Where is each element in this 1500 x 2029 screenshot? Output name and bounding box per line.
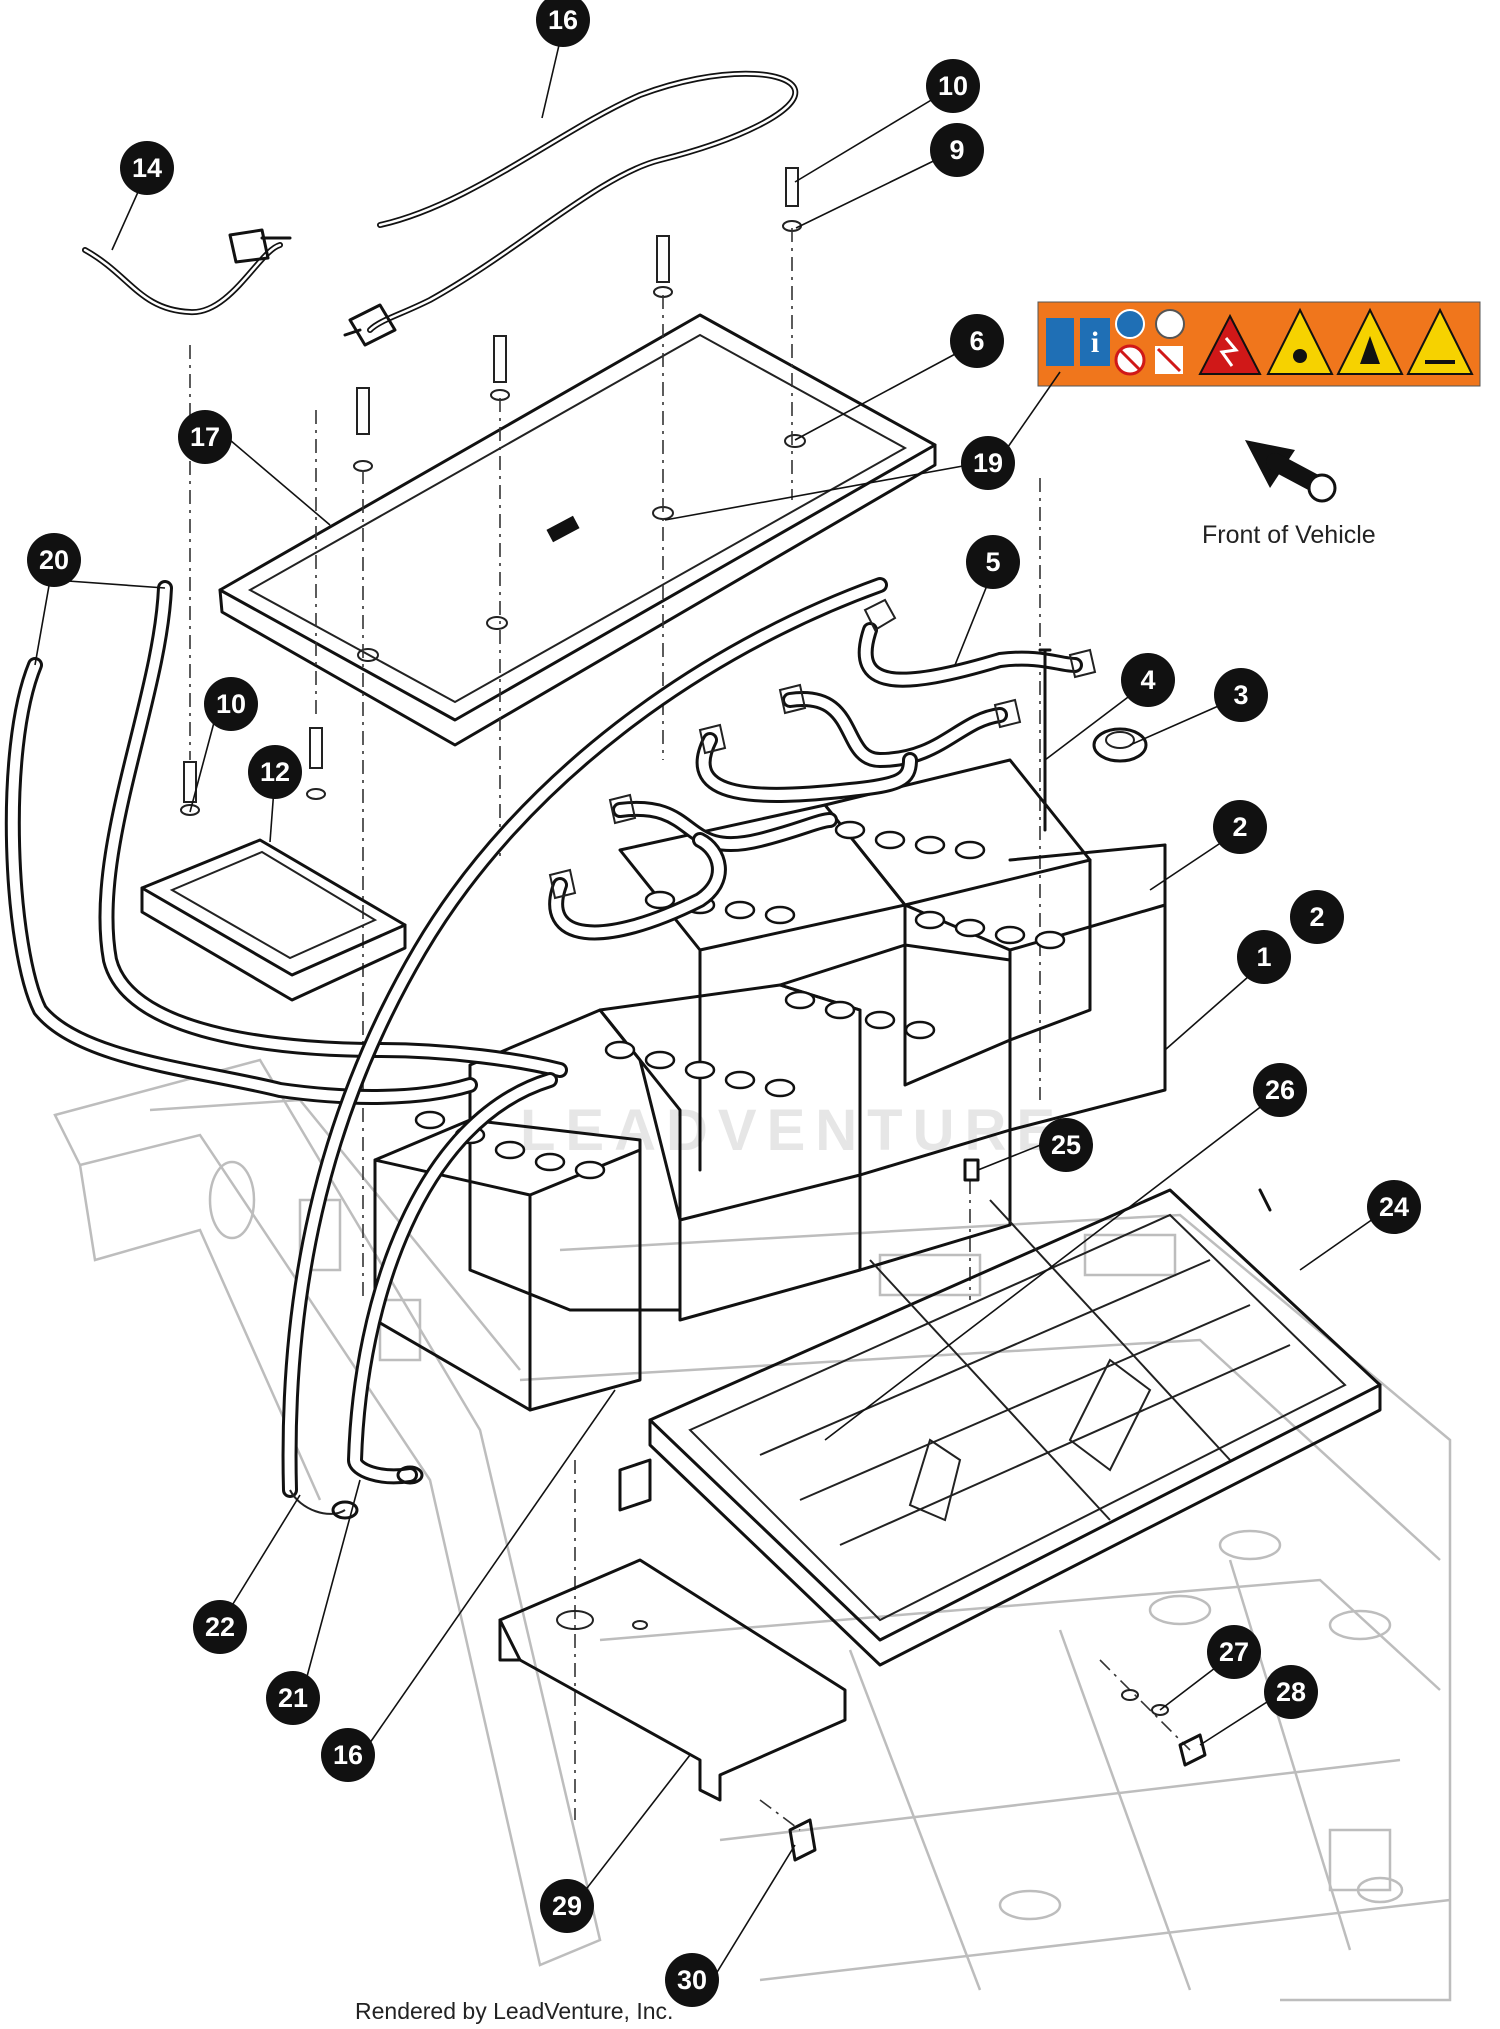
front-of-vehicle-caption: Front of Vehicle — [1202, 521, 1376, 549]
electrical-hazard-icon — [1198, 313, 1262, 375]
svg-text:10: 10 — [216, 689, 246, 719]
cover-studs — [353, 167, 802, 472]
callout-28[interactable]: 28 — [1264, 1665, 1318, 1719]
svg-text:30: 30 — [677, 1965, 707, 1995]
svg-text:21: 21 — [278, 1683, 308, 1713]
main-cables — [4, 577, 888, 1520]
mounting-bracket — [498, 1558, 847, 1802]
callout-16[interactable]: 16 — [321, 1728, 375, 1782]
svg-text:5: 5 — [985, 547, 1000, 577]
callout-20[interactable]: 20 — [27, 533, 81, 587]
render-credit: Rendered by LeadVenture, Inc. — [355, 1998, 673, 2024]
wiring-harness — [343, 70, 799, 347]
callout-10-top[interactable]: 9 — [930, 123, 984, 177]
explosive-gas-icon — [1266, 307, 1334, 375]
front-direction-arrow-icon — [1245, 440, 1337, 503]
svg-text:10: 10 — [938, 71, 968, 101]
callout-27[interactable]: 27 — [1207, 1625, 1261, 1679]
svg-text:19: 19 — [973, 448, 1003, 478]
svg-text:20: 20 — [39, 545, 69, 575]
callout-26[interactable]: 26 — [1253, 1063, 1307, 1117]
callout-24[interactable]: 24 — [1367, 1180, 1421, 1234]
svg-text:22: 22 — [205, 1612, 235, 1642]
explosion-hazard-icon — [1336, 307, 1404, 375]
svg-text:16: 16 — [333, 1740, 363, 1770]
callout-29[interactable]: 29 — [540, 1879, 594, 1933]
svg-text:14: 14 — [132, 153, 162, 183]
callout-3[interactable]: 2 — [1213, 800, 1267, 854]
svg-text:25: 25 — [1051, 1130, 1081, 1160]
hold-down-rod — [1038, 648, 1052, 832]
svg-text:4: 4 — [1140, 665, 1155, 695]
svg-text:29: 29 — [552, 1891, 582, 1921]
svg-text:12: 12 — [260, 757, 290, 787]
callout-12[interactable]: 12 — [248, 745, 302, 799]
washer-4 — [1092, 727, 1148, 763]
callout-9[interactable]: 6 — [950, 314, 1004, 368]
svg-text:3: 3 — [1233, 680, 1248, 710]
battery-tray — [618, 1188, 1382, 1667]
no-children-icon — [1155, 346, 1183, 374]
svg-text:24: 24 — [1379, 1192, 1409, 1222]
callout-22[interactable]: 22 — [193, 1600, 247, 1654]
callout-21[interactable]: 21 — [266, 1671, 320, 1725]
svg-text:17: 17 — [190, 422, 220, 452]
callout-25[interactable]: 25 — [1039, 1118, 1093, 1172]
svg-text:28: 28 — [1276, 1677, 1306, 1707]
svg-text:6: 6 — [969, 326, 984, 356]
callout-2[interactable]: 2 — [1290, 890, 1344, 944]
callout-1[interactable]: 1 — [1237, 930, 1291, 984]
svg-text:26: 26 — [1265, 1075, 1295, 1105]
corrosive-icon — [1406, 307, 1474, 375]
recycle-icon — [1155, 309, 1185, 339]
info-icon: i — [1080, 318, 1110, 366]
svg-text:9: 9 — [949, 135, 964, 165]
svg-text:2: 2 — [1232, 812, 1247, 842]
callout-4[interactable]: 3 — [1214, 668, 1268, 722]
hold-down-plate — [140, 727, 407, 1002]
fuse-harness — [82, 228, 292, 316]
callout-19[interactable]: 19 — [961, 436, 1015, 490]
callout-5[interactable]: 4 — [1121, 653, 1175, 707]
svg-text:i: i — [1091, 326, 1099, 359]
callout-14[interactable]: 14 — [120, 141, 174, 195]
hardware — [788, 1158, 1207, 1862]
callout-11[interactable]: 10 — [926, 59, 980, 113]
battery-cover — [218, 313, 937, 747]
svg-text:2: 2 — [1309, 902, 1324, 932]
callout-17[interactable]: 17 — [178, 410, 232, 464]
callout-30[interactable]: 30 — [665, 1953, 719, 2007]
svg-text:16: 16 — [548, 5, 578, 35]
eye-protection-icon — [1115, 309, 1145, 339]
callout-10-left[interactable]: 10 — [204, 677, 258, 731]
svg-text:1: 1 — [1256, 942, 1271, 972]
manual-icon — [1046, 318, 1074, 366]
watermark: LEADVENTURE — [520, 1098, 1065, 1163]
callout-bubbles: 16 14 10 9 6 19 17 5 4 3 2 2 1 20 10 12 … — [27, 0, 1421, 2007]
no-fire-icon — [1114, 344, 1146, 376]
jumper-cables — [548, 598, 1097, 941]
callout-13[interactable]: 16 — [536, 0, 590, 47]
svg-text:27: 27 — [1219, 1637, 1249, 1667]
safety-label: i — [1037, 301, 1481, 387]
callout-6[interactable]: 5 — [966, 535, 1020, 589]
